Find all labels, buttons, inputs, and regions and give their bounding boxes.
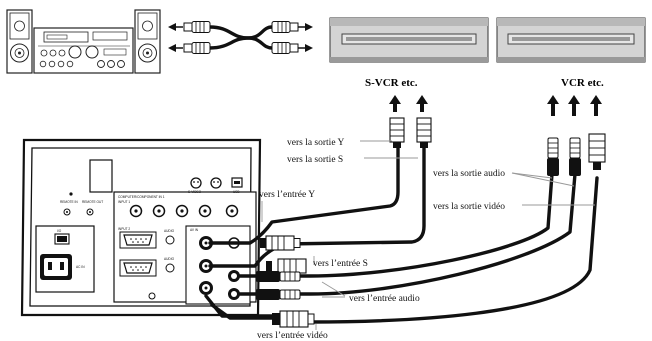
bnc-plug-vertical-icon	[588, 133, 606, 170]
arrow-up-icon	[547, 95, 559, 116]
s-vcr-device-icon	[329, 17, 489, 63]
right-speaker-icon	[134, 9, 161, 74]
label-in-video: vers l’entrée vidéo	[257, 331, 328, 341]
bnc-plug-vertical-icon	[416, 117, 432, 148]
remote-in-label: REMOTE IN	[60, 200, 78, 204]
arrow-left-icon	[168, 44, 176, 52]
rca-plug-icon	[183, 42, 211, 54]
bnc-connector-row	[129, 204, 239, 218]
leader-lines	[261, 140, 595, 330]
audio-cable-right	[238, 172, 577, 296]
s-video-jack-icon	[190, 177, 202, 189]
input-1-label: INPUT 1	[118, 200, 130, 204]
up-arrows-vcr	[547, 95, 602, 116]
bnc-plug-icon	[266, 258, 307, 274]
video-cable	[204, 176, 599, 324]
audio-label-2: AUDIO	[164, 257, 175, 261]
usb-label: USB	[233, 190, 240, 194]
input-2-label: INPUT 2	[118, 227, 130, 231]
s-video-label: S-VIDEO	[188, 190, 202, 194]
rca-plug-vertical-icon	[547, 137, 559, 176]
rca-plug-icon	[256, 289, 301, 300]
vcr-device-icon	[496, 17, 646, 63]
svg-text:I/O: I/O	[57, 229, 62, 233]
label-out-audio: vers la sortie audio	[433, 169, 505, 179]
rca-plug-icon	[183, 21, 211, 33]
arrow-right-icon	[305, 23, 313, 31]
rca-plug-vertical-icon	[569, 137, 581, 176]
s-cable	[208, 144, 426, 268]
label-out-s: vers la sortie S	[287, 155, 343, 165]
vcr-label: VCR etc.	[561, 77, 604, 89]
av-in-label: AV IN	[190, 228, 199, 232]
y-cable	[208, 144, 400, 245]
left-speaker-icon	[6, 9, 33, 74]
ac-in-label: AC IN	[76, 265, 85, 269]
rca-plug-icon	[256, 271, 301, 282]
av-jacks	[199, 236, 240, 300]
remote-out-label: REMOTE OUT	[82, 200, 103, 204]
s-video-jack-icon	[210, 177, 222, 189]
bnc-plug-vertical-icon	[389, 117, 405, 148]
label-in-s: vers l’entrée S	[313, 259, 368, 269]
vga-port-icon	[119, 231, 157, 249]
arrow-left-icon	[168, 23, 176, 31]
arrow-right-icon	[305, 44, 313, 52]
stereo-rca-cable	[168, 21, 313, 54]
projector-rear-panel: REMOTE IN REMOTE OUT I/O AC IN COMPUTER/…	[20, 138, 262, 317]
arrow-up-icon	[416, 95, 428, 112]
arrow-up-icon	[590, 95, 602, 116]
audio-cable-left	[238, 172, 554, 278]
label-in-audio: vers l’entrée audio	[349, 294, 420, 304]
audio-label-1: AUDIO	[164, 229, 175, 233]
stereo-system-illustration	[6, 9, 161, 74]
rca-plug-icon	[271, 21, 299, 33]
up-arrows-s-vcr	[389, 95, 428, 112]
label-in-y: vers l’entrée Y	[259, 190, 315, 200]
vga-port-icon	[119, 259, 157, 277]
label-out-video: vers la sortie vidéo	[433, 202, 505, 212]
arrow-up-icon	[389, 95, 401, 112]
arrow-up-icon	[568, 95, 580, 116]
bnc-plug-icon	[272, 310, 315, 328]
s-vcr-label: S-VCR etc.	[365, 77, 418, 89]
label-out-y: vers la sortie Y	[287, 138, 345, 148]
bnc-plug-icon	[260, 235, 301, 251]
rca-plug-icon	[271, 42, 299, 54]
computer-in-label: COMPUTER/COMPONENT IN 1	[118, 195, 165, 199]
amplifier-icon	[33, 27, 134, 74]
